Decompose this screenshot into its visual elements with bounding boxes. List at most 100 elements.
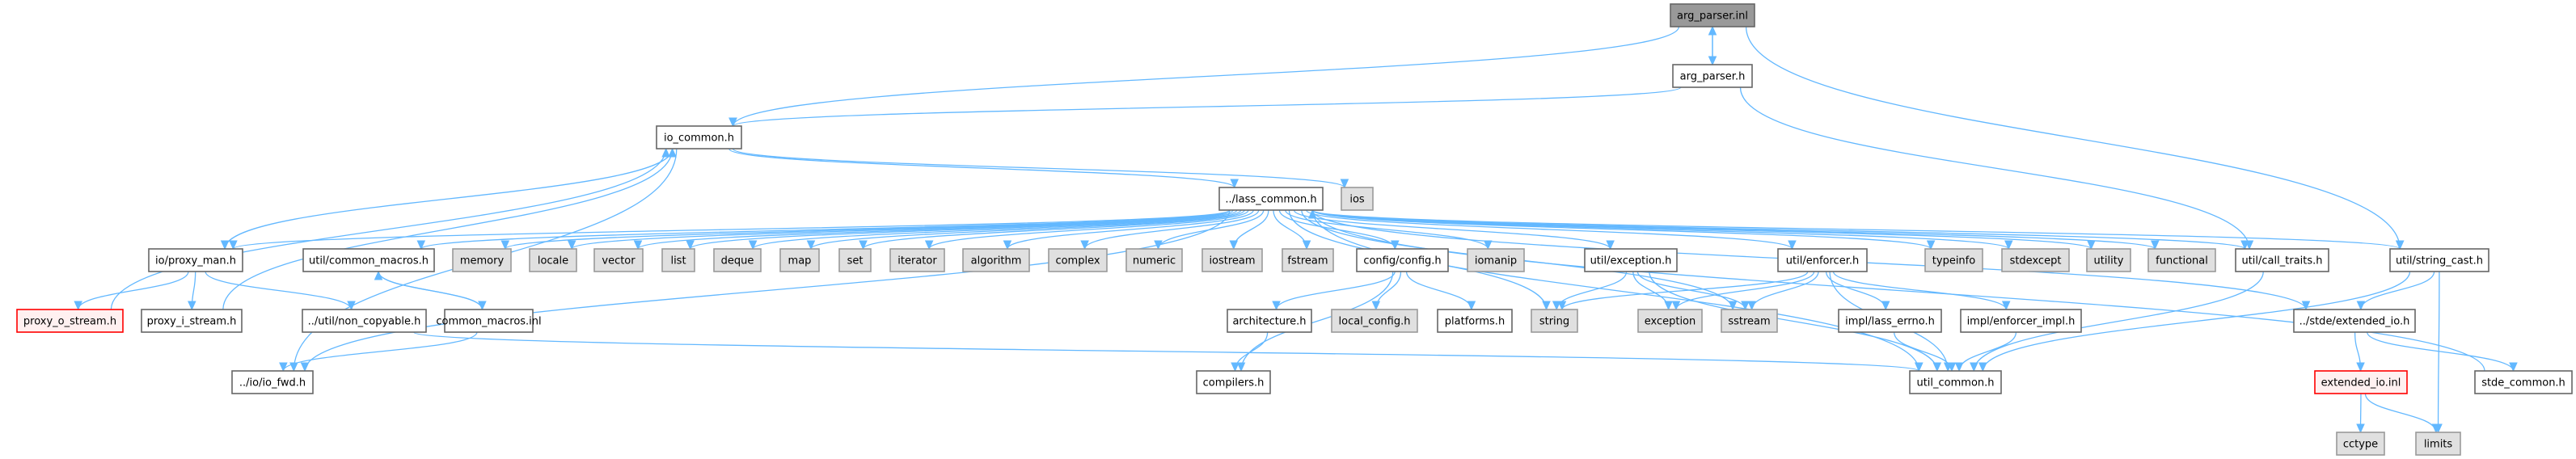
node-label: memory	[460, 255, 505, 267]
edge-proxy-i-stream-h-to-io-common-h	[222, 148, 674, 310]
node-compilers-h[interactable]: compilers.h	[1196, 370, 1271, 394]
node-label: functional	[2156, 255, 2208, 267]
arrowhead-icon	[1542, 301, 1551, 311]
node-impl-enforcer-impl-h[interactable]: impl/enforcer_impl.h	[1960, 309, 2082, 333]
node-io-common-h[interactable]: io_common.h	[656, 125, 742, 149]
node-ios: ios	[1341, 187, 1374, 211]
edge-io-common-h-to-ios	[732, 148, 1345, 188]
node-label: io_common.h	[664, 133, 734, 145]
edge-proxy-o-stream-h-to-io-common-h	[110, 148, 667, 310]
node-arg-parser-inl[interactable]: arg_parser.inl	[1670, 3, 1755, 27]
edge-lass-common-h-to-io-proxy-man-h	[232, 209, 1231, 250]
edge-io-common-h-to-lass-common-h	[728, 148, 1235, 188]
edge-io-proxy-man-h-to-proxy-o-stream-h	[78, 271, 189, 310]
node-arg-parser-h[interactable]: arg_parser.h	[1672, 64, 1753, 88]
node-exception: exception	[1637, 309, 1703, 333]
node-extended-io-inl[interactable]: extended_io.inl	[2314, 370, 2408, 394]
arrowhead-icon	[374, 270, 383, 280]
node-util-exception-h[interactable]: util/exception.h	[1584, 248, 1678, 272]
arrowhead-icon	[1978, 362, 1987, 373]
node-util-common-h[interactable]: util_common.h	[1909, 370, 2002, 394]
node-label: impl/enforcer_impl.h	[1967, 316, 2076, 328]
node-box	[1924, 248, 1983, 272]
node-box	[302, 248, 435, 272]
node-stde-common-h[interactable]: stde_common.h	[2474, 370, 2573, 394]
node-label: iostream	[1209, 255, 1255, 267]
node-box	[2314, 370, 2408, 394]
edge-arg-parser-inl-to-io-common-h	[732, 26, 1680, 127]
node-platforms-h[interactable]: platforms.h	[1437, 309, 1513, 333]
node-deque: deque	[713, 248, 762, 272]
node-box	[889, 248, 945, 272]
arrowhead-icon	[2356, 362, 2365, 373]
arrowhead-icon	[500, 240, 510, 251]
node-box	[231, 370, 314, 394]
arrowhead-icon	[2087, 240, 2096, 251]
arrowhead-icon	[2356, 301, 2366, 311]
node-util-common-macros-h[interactable]: util/common_macros.h	[302, 248, 435, 272]
node-numeric: numeric	[1125, 248, 1183, 272]
node-util-enforcer-h[interactable]: util/enforcer.h	[1777, 248, 1868, 272]
node-box	[1531, 309, 1578, 333]
node-config-config-h[interactable]: config/config.h	[1356, 248, 1449, 272]
node-functional: functional	[2147, 248, 2216, 272]
node-box	[1227, 309, 1312, 333]
node-label: arg_parser.inl	[1677, 11, 1748, 23]
node-box	[779, 248, 820, 272]
node-proxy-o-stream-h[interactable]: proxy_o_stream.h	[16, 309, 124, 333]
node-box	[1672, 64, 1753, 88]
node-box	[529, 248, 577, 272]
edge-arg-parser-h-to-util-call-traits-h	[1739, 86, 2250, 250]
node-util-non-copyable-h[interactable]: ../util/non_copyable.h	[302, 309, 427, 333]
node-architecture-h[interactable]: architecture.h	[1227, 309, 1312, 333]
node-stde-extended-io-h[interactable]: ../stde/extended_io.h	[2293, 309, 2416, 333]
edge-lass-common-h-to-functional	[1311, 209, 2156, 250]
edge-lass-common-h-to-vector	[637, 209, 1231, 250]
node-label: stde_common.h	[2481, 377, 2565, 390]
arrowhead-icon	[1954, 362, 1964, 373]
arrowhead-icon	[220, 240, 230, 251]
edge-impl-lass-errno-h-to-util-common-h	[1893, 331, 1953, 372]
node-io-io-fwd-h[interactable]: ../io/io_fwd.h	[231, 370, 314, 394]
node-box	[1437, 309, 1513, 333]
node-label: util/common_macros.h	[309, 255, 429, 267]
arrowhead-icon	[1606, 240, 1615, 251]
node-util-call-traits-h[interactable]: util/call_traits.h	[2235, 248, 2329, 272]
edge-arg-parser-h-to-io-common-h	[732, 86, 1682, 127]
arrowhead-icon	[1728, 301, 1738, 311]
edge-lass-common-h-to-util-common-h	[1311, 209, 1919, 372]
node-common-macros-inl[interactable]: common_macros.inl	[436, 309, 542, 333]
node-impl-lass-errno-h[interactable]: impl/lass_errno.h	[1838, 309, 1942, 333]
node-util-string-cast-h[interactable]: util/string_cast.h	[2389, 248, 2489, 272]
node-label: utility	[2094, 255, 2124, 267]
node-label: util/exception.h	[1590, 255, 1672, 267]
node-io-proxy-man-h[interactable]: io/proxy_man.h	[148, 248, 243, 272]
node-limits: limits	[2415, 432, 2461, 456]
node-box	[2147, 248, 2216, 272]
node-label: config/config.h	[1363, 255, 1441, 267]
arrowhead-icon	[1915, 362, 1924, 373]
edge-lass-common-h-to-deque	[752, 209, 1238, 250]
arrowhead-icon	[279, 362, 288, 373]
node-box	[713, 248, 762, 272]
arrowhead-icon	[1230, 179, 1239, 189]
edge-util-enforcer-h-to-exception	[1675, 271, 1815, 310]
edge-arg-parser-inl-to-util-string-cast-h	[1745, 26, 2401, 250]
node-cctype: cctype	[2336, 432, 2385, 456]
arrowhead-icon	[1080, 240, 1089, 251]
arrowhead-icon	[2001, 301, 2011, 311]
node-label: proxy_i_stream.h	[147, 316, 237, 328]
node-box	[1721, 309, 1778, 333]
arrowhead-icon	[806, 240, 816, 251]
edge-lass-common-h-to-util-enforcer-h	[1306, 209, 1793, 250]
arrowhead-icon	[1881, 301, 1890, 311]
arrowhead-icon	[728, 117, 737, 128]
arrowhead-icon	[859, 240, 868, 251]
node-label: util_common.h	[1916, 377, 1994, 390]
edge-config-config-h-to-platforms-h	[1405, 271, 1472, 310]
node-label: limits	[2424, 439, 2453, 451]
node-lass-common-h[interactable]: ../lass_common.h	[1218, 187, 1324, 211]
edge-lass-common-h-to-iomanip	[1285, 209, 1489, 250]
node-proxy-i-stream-h[interactable]: proxy_i_stream.h	[141, 309, 243, 333]
